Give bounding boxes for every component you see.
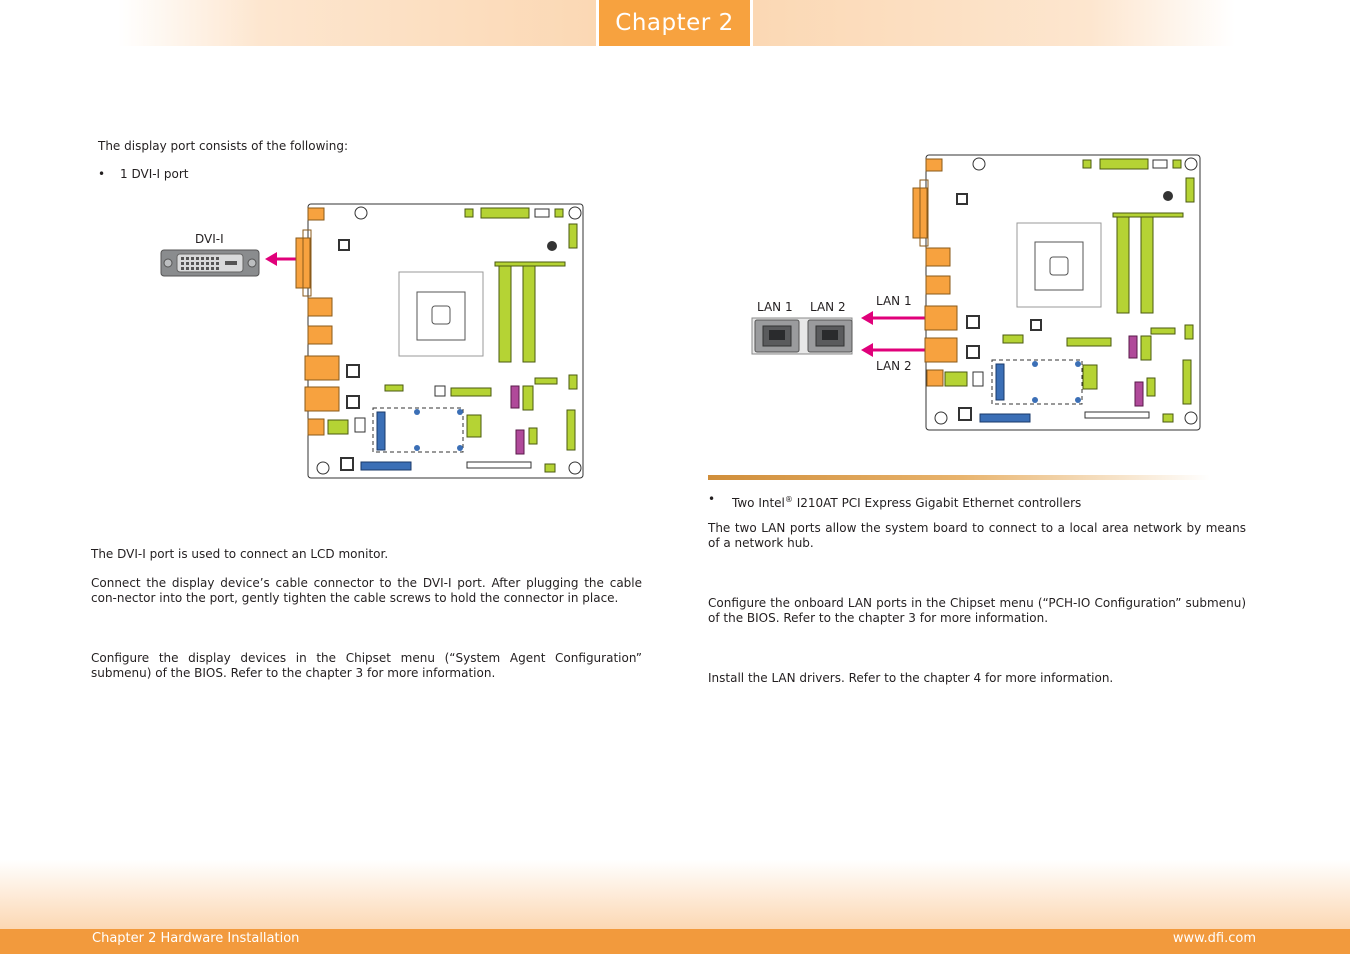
dvi-para-2: Connect the display device’s cable conne… xyxy=(91,576,642,605)
footer-website-link[interactable]: www.dfi.com xyxy=(1172,931,1256,946)
dvi-para-1: The DVI-I port is used to connect an LCD… xyxy=(91,547,389,561)
motherboard-outline xyxy=(295,203,584,479)
bullet-dot: • xyxy=(708,492,716,506)
dvi-bullet-text: 1 DVI-I port xyxy=(120,167,189,181)
lan2-arrow-icon xyxy=(861,343,925,357)
lan1-arrow-icon xyxy=(861,311,925,325)
lan1-port-label: LAN 1 xyxy=(757,300,793,314)
dvi-board-diagram: DVI-I xyxy=(160,203,584,479)
lan-bullet-text: Two Intel® I210AT PCI Express Gigabit Et… xyxy=(732,495,1082,510)
lan-para-1: The two LAN ports allow the system board… xyxy=(708,521,1246,550)
dvi-connector-icon xyxy=(160,249,260,277)
footer-chapter-title: Chapter 2 Hardware Installation xyxy=(92,931,300,946)
dvi-i-label: DVI-I xyxy=(195,232,224,246)
lan2-arrow-label: LAN 2 xyxy=(876,359,912,373)
footer-bar xyxy=(0,929,1350,954)
header-band-right xyxy=(753,0,1235,46)
lan1-arrow-label: LAN 1 xyxy=(876,294,912,308)
lan-para-3: Install the LAN drivers. Refer to the ch… xyxy=(708,671,1114,685)
lan-para-2: Configure the onboard LAN ports in the C… xyxy=(708,596,1246,625)
lan2-port-label: LAN 2 xyxy=(810,300,846,314)
lan-board-diagram: LAN 1 LAN 2 LAN 1 LAN 2 xyxy=(751,154,1201,431)
motherboard-outline xyxy=(912,154,1201,431)
section-divider xyxy=(708,475,1210,480)
dvi-intro-text: The display port consists of the followi… xyxy=(98,139,349,153)
chapter-tab: Chapter 2 xyxy=(599,0,750,46)
dvi-para-3: Configure the display devices in the Chi… xyxy=(91,651,642,680)
bullet-dot: • xyxy=(98,167,106,181)
footer-gradient xyxy=(0,860,1350,930)
header-band-left xyxy=(118,0,596,46)
lan-ports-icon xyxy=(751,317,853,355)
